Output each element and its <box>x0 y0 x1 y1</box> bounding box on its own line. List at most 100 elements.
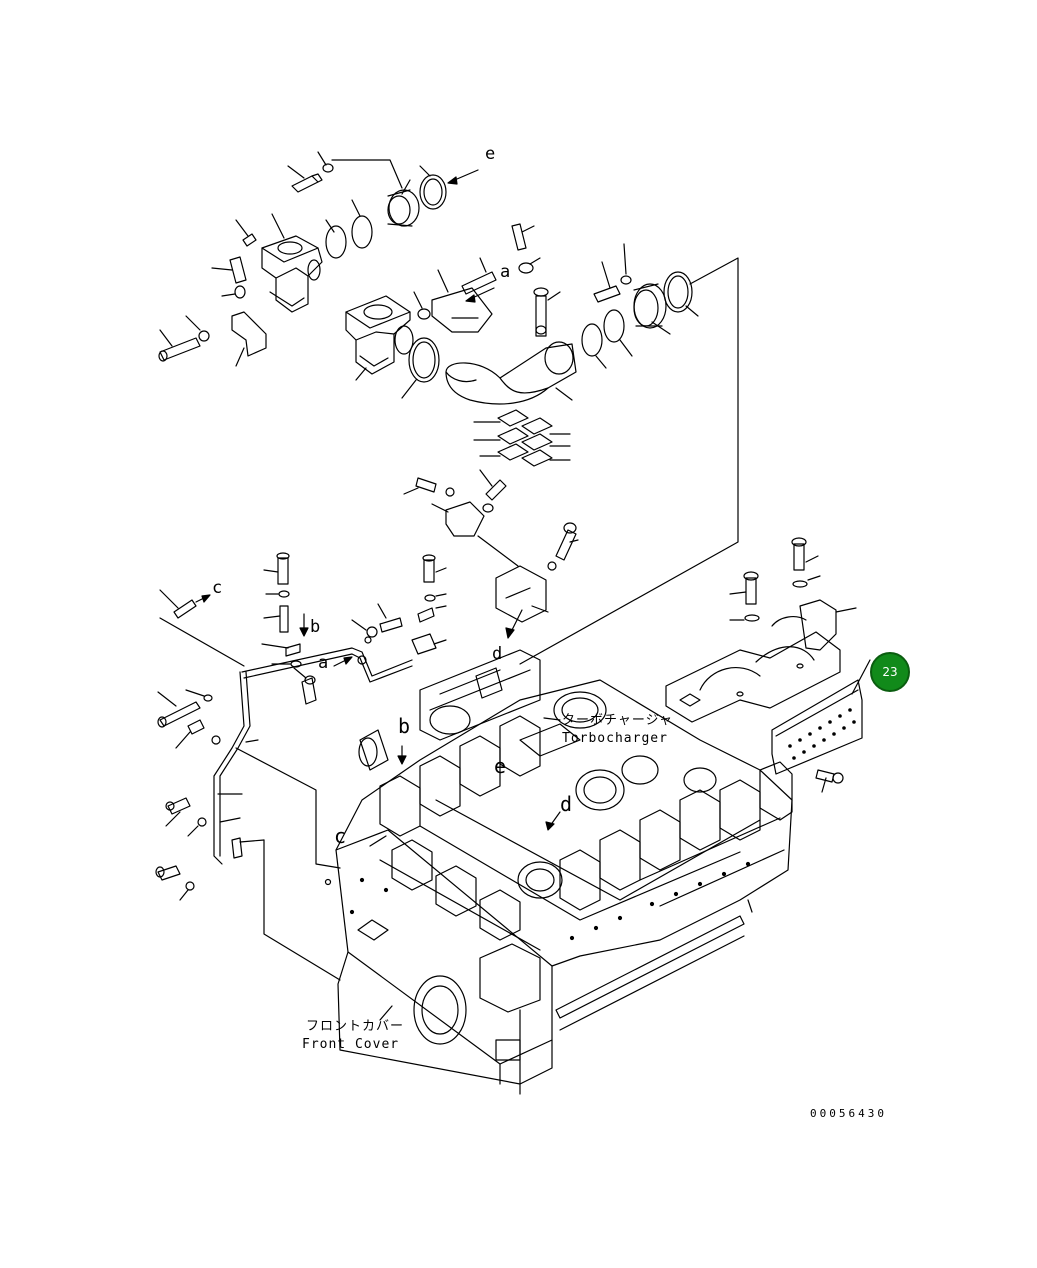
washer-part <box>547 561 557 571</box>
long-bolt-part <box>158 315 210 362</box>
leader-line <box>369 835 387 847</box>
bolt-part <box>293 667 317 705</box>
bolt-part <box>479 469 507 501</box>
washer-part <box>265 590 290 598</box>
bolt-part <box>155 865 181 881</box>
arrow-b-engine <box>397 745 407 765</box>
front-cover-label-jp: フロントカバー <box>306 1019 405 1034</box>
turbocharger-label-jp: ターボチャージャ <box>562 713 673 728</box>
part-callout-23[interactable]: 23 <box>870 652 910 692</box>
bolt-part <box>165 797 191 827</box>
leader-line <box>245 739 259 743</box>
ref-letter-c: c <box>212 578 223 598</box>
turbo-flange-part <box>633 283 671 335</box>
elbow-housing-part <box>261 213 323 313</box>
washer-part <box>792 575 821 588</box>
bolt-part <box>593 261 621 303</box>
nut-part <box>221 285 246 299</box>
ref-letter-d: d <box>492 644 503 664</box>
clip-part <box>263 605 289 633</box>
ref-letter-d: d <box>560 792 573 816</box>
bracket-part <box>431 269 493 333</box>
gasket-ring-part <box>419 165 447 210</box>
leader-line <box>219 817 241 823</box>
clip-part <box>261 643 301 657</box>
bolt-part <box>263 552 290 585</box>
washer-part <box>445 487 455 497</box>
front-cover-label-en: Front Cover <box>302 1037 400 1052</box>
washer-part <box>211 735 221 745</box>
bolt-part <box>235 219 257 247</box>
stud-bolt-part <box>211 256 247 284</box>
elbow-pipe-part <box>445 341 577 405</box>
washer-part <box>729 614 760 622</box>
pipe-part <box>241 647 413 683</box>
long-bolt-part <box>533 287 561 337</box>
clamp-ring-part <box>581 323 607 369</box>
bracket-part <box>231 311 267 367</box>
arrow-e-top <box>447 169 479 185</box>
washer-part <box>518 257 541 274</box>
ref-letter-b: b <box>398 714 411 738</box>
washer-part <box>620 243 632 285</box>
bolt-part <box>511 223 535 251</box>
clamp-band-part <box>401 337 440 399</box>
nut-part <box>535 325 547 335</box>
pipe-flange-part <box>387 179 420 227</box>
bolt-part <box>555 522 579 561</box>
arrow-a-right <box>465 287 495 303</box>
leader-line <box>159 617 245 667</box>
ref-letter-c: c <box>334 824 347 848</box>
clamp-ring-part <box>325 219 347 259</box>
washer-part <box>179 881 195 901</box>
leader-line <box>331 159 403 189</box>
long-bolt-part <box>157 689 213 728</box>
bolt-part <box>729 571 759 605</box>
elbow-housing-part <box>345 295 414 381</box>
shim-part <box>473 409 571 467</box>
bracket-part <box>495 565 549 623</box>
washer-part <box>482 503 494 513</box>
ref-letter-a: a <box>318 653 329 673</box>
bolt-part <box>422 554 447 583</box>
leader-line <box>543 717 561 721</box>
clamp-block-part <box>411 633 447 655</box>
leader-line <box>519 257 739 665</box>
bracket-part <box>431 501 485 537</box>
engine-block <box>324 649 793 1085</box>
bolt-part <box>403 477 437 495</box>
bolt-part <box>175 719 205 749</box>
ref-letter-e: e <box>494 754 507 778</box>
bolt-part <box>159 589 197 619</box>
turbocharger-label-en: Torbocharger <box>562 731 668 746</box>
clamp-ring-part <box>351 199 373 249</box>
leader-line <box>477 535 519 567</box>
washer-part <box>317 151 334 173</box>
stud-part <box>417 605 447 623</box>
bracket-part <box>771 599 857 651</box>
clamp-ring-part <box>603 309 633 357</box>
gasket-ring-part <box>663 271 699 317</box>
cover-plate-part <box>771 659 871 775</box>
washer-part <box>187 817 207 837</box>
bolt-part <box>461 257 497 295</box>
arrow-d-mid <box>505 609 523 639</box>
leader-line <box>555 387 573 401</box>
bolt-part <box>791 537 819 571</box>
bracket-part <box>231 837 265 859</box>
leader-line <box>235 747 341 869</box>
arrow-b <box>299 613 309 637</box>
leader-line <box>379 1005 393 1021</box>
ref-letter-e: e <box>485 144 496 164</box>
bolt-part <box>413 291 431 320</box>
oil-pipe-part <box>213 671 251 865</box>
ref-letter-b: b <box>310 617 321 637</box>
arrow-d-engine <box>545 811 561 831</box>
leader-line <box>263 839 341 981</box>
document-number: 00056430 <box>810 1107 887 1120</box>
bolt-part <box>351 603 403 644</box>
bolt-part <box>287 165 323 193</box>
support-cradle-part <box>665 631 841 723</box>
washer-part <box>424 593 447 602</box>
bolt-part <box>815 769 844 793</box>
